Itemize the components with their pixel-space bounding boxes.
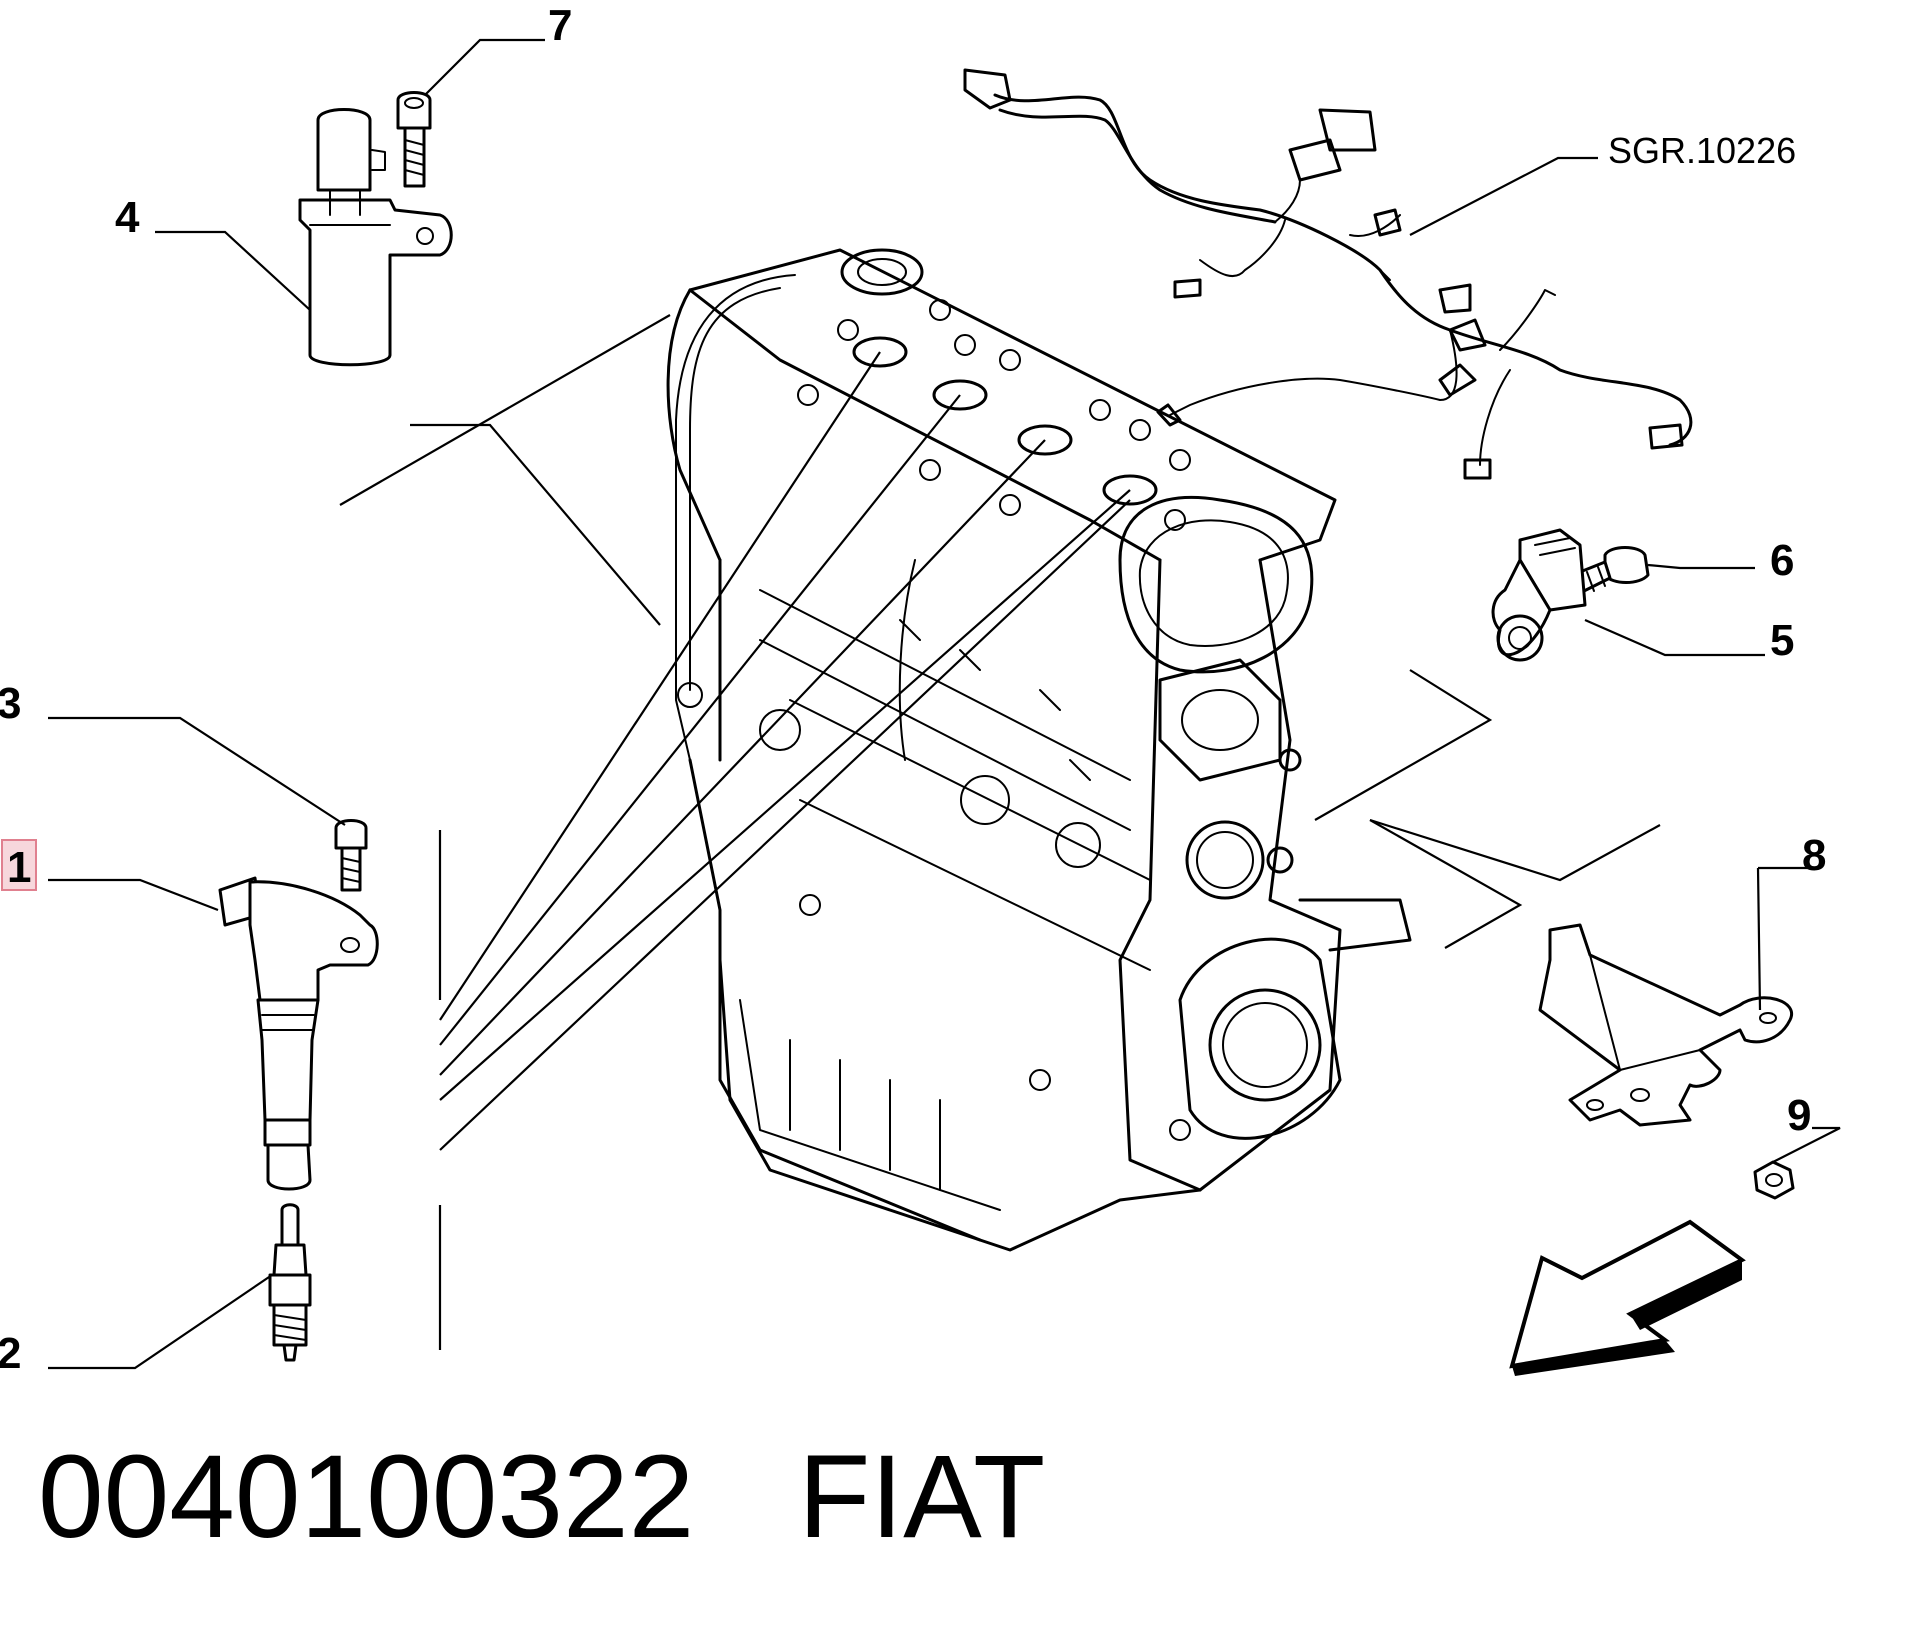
leader-9 [1772, 1126, 1841, 1163]
leader-5 [1584, 618, 1765, 657]
part-number: 0040100322 [38, 1431, 695, 1563]
harness-reference: SGR.10226 [1608, 130, 1796, 171]
callout-1[interactable]: 1 [7, 843, 31, 892]
item-1-ignition-coil [218, 876, 379, 1191]
callout-1-highlight[interactable] [1, 839, 37, 891]
item-4-sensor [298, 108, 453, 367]
callout-7: 7 [548, 1, 572, 50]
callout-3: 3 [0, 679, 21, 728]
direction-arrow [1509, 1219, 1746, 1376]
callout-5: 5 [1770, 616, 1794, 665]
callout-6: 6 [1770, 536, 1794, 585]
harness-leader [1409, 156, 1598, 236]
brand-name: FIAT [798, 1431, 1046, 1563]
leader-3 [48, 716, 346, 826]
item-3-screw [334, 819, 368, 892]
leader-7 [424, 38, 545, 96]
item-8-bracket [1538, 923, 1794, 1127]
callout-9: 9 [1787, 1091, 1811, 1140]
wiring-harness [963, 68, 1693, 480]
callout-8: 8 [1802, 831, 1826, 880]
coil-well-leaders [438, 351, 1131, 1350]
callout-2: 2 [0, 1329, 21, 1378]
item-7-screw [396, 91, 432, 188]
callout-4: 4 [115, 193, 140, 242]
leader-4 [155, 230, 311, 311]
item-9-nut [1753, 1160, 1795, 1200]
leader-1 [48, 878, 219, 912]
engine-block [666, 248, 1412, 1252]
bracket-braces [339, 314, 1661, 949]
leader-6 [1647, 563, 1755, 570]
item-5-knock-sensor [1491, 528, 1587, 662]
item-2-spark-plug [268, 1203, 312, 1362]
leader-8 [1756, 866, 1810, 1011]
leader-2 [48, 1274, 273, 1370]
